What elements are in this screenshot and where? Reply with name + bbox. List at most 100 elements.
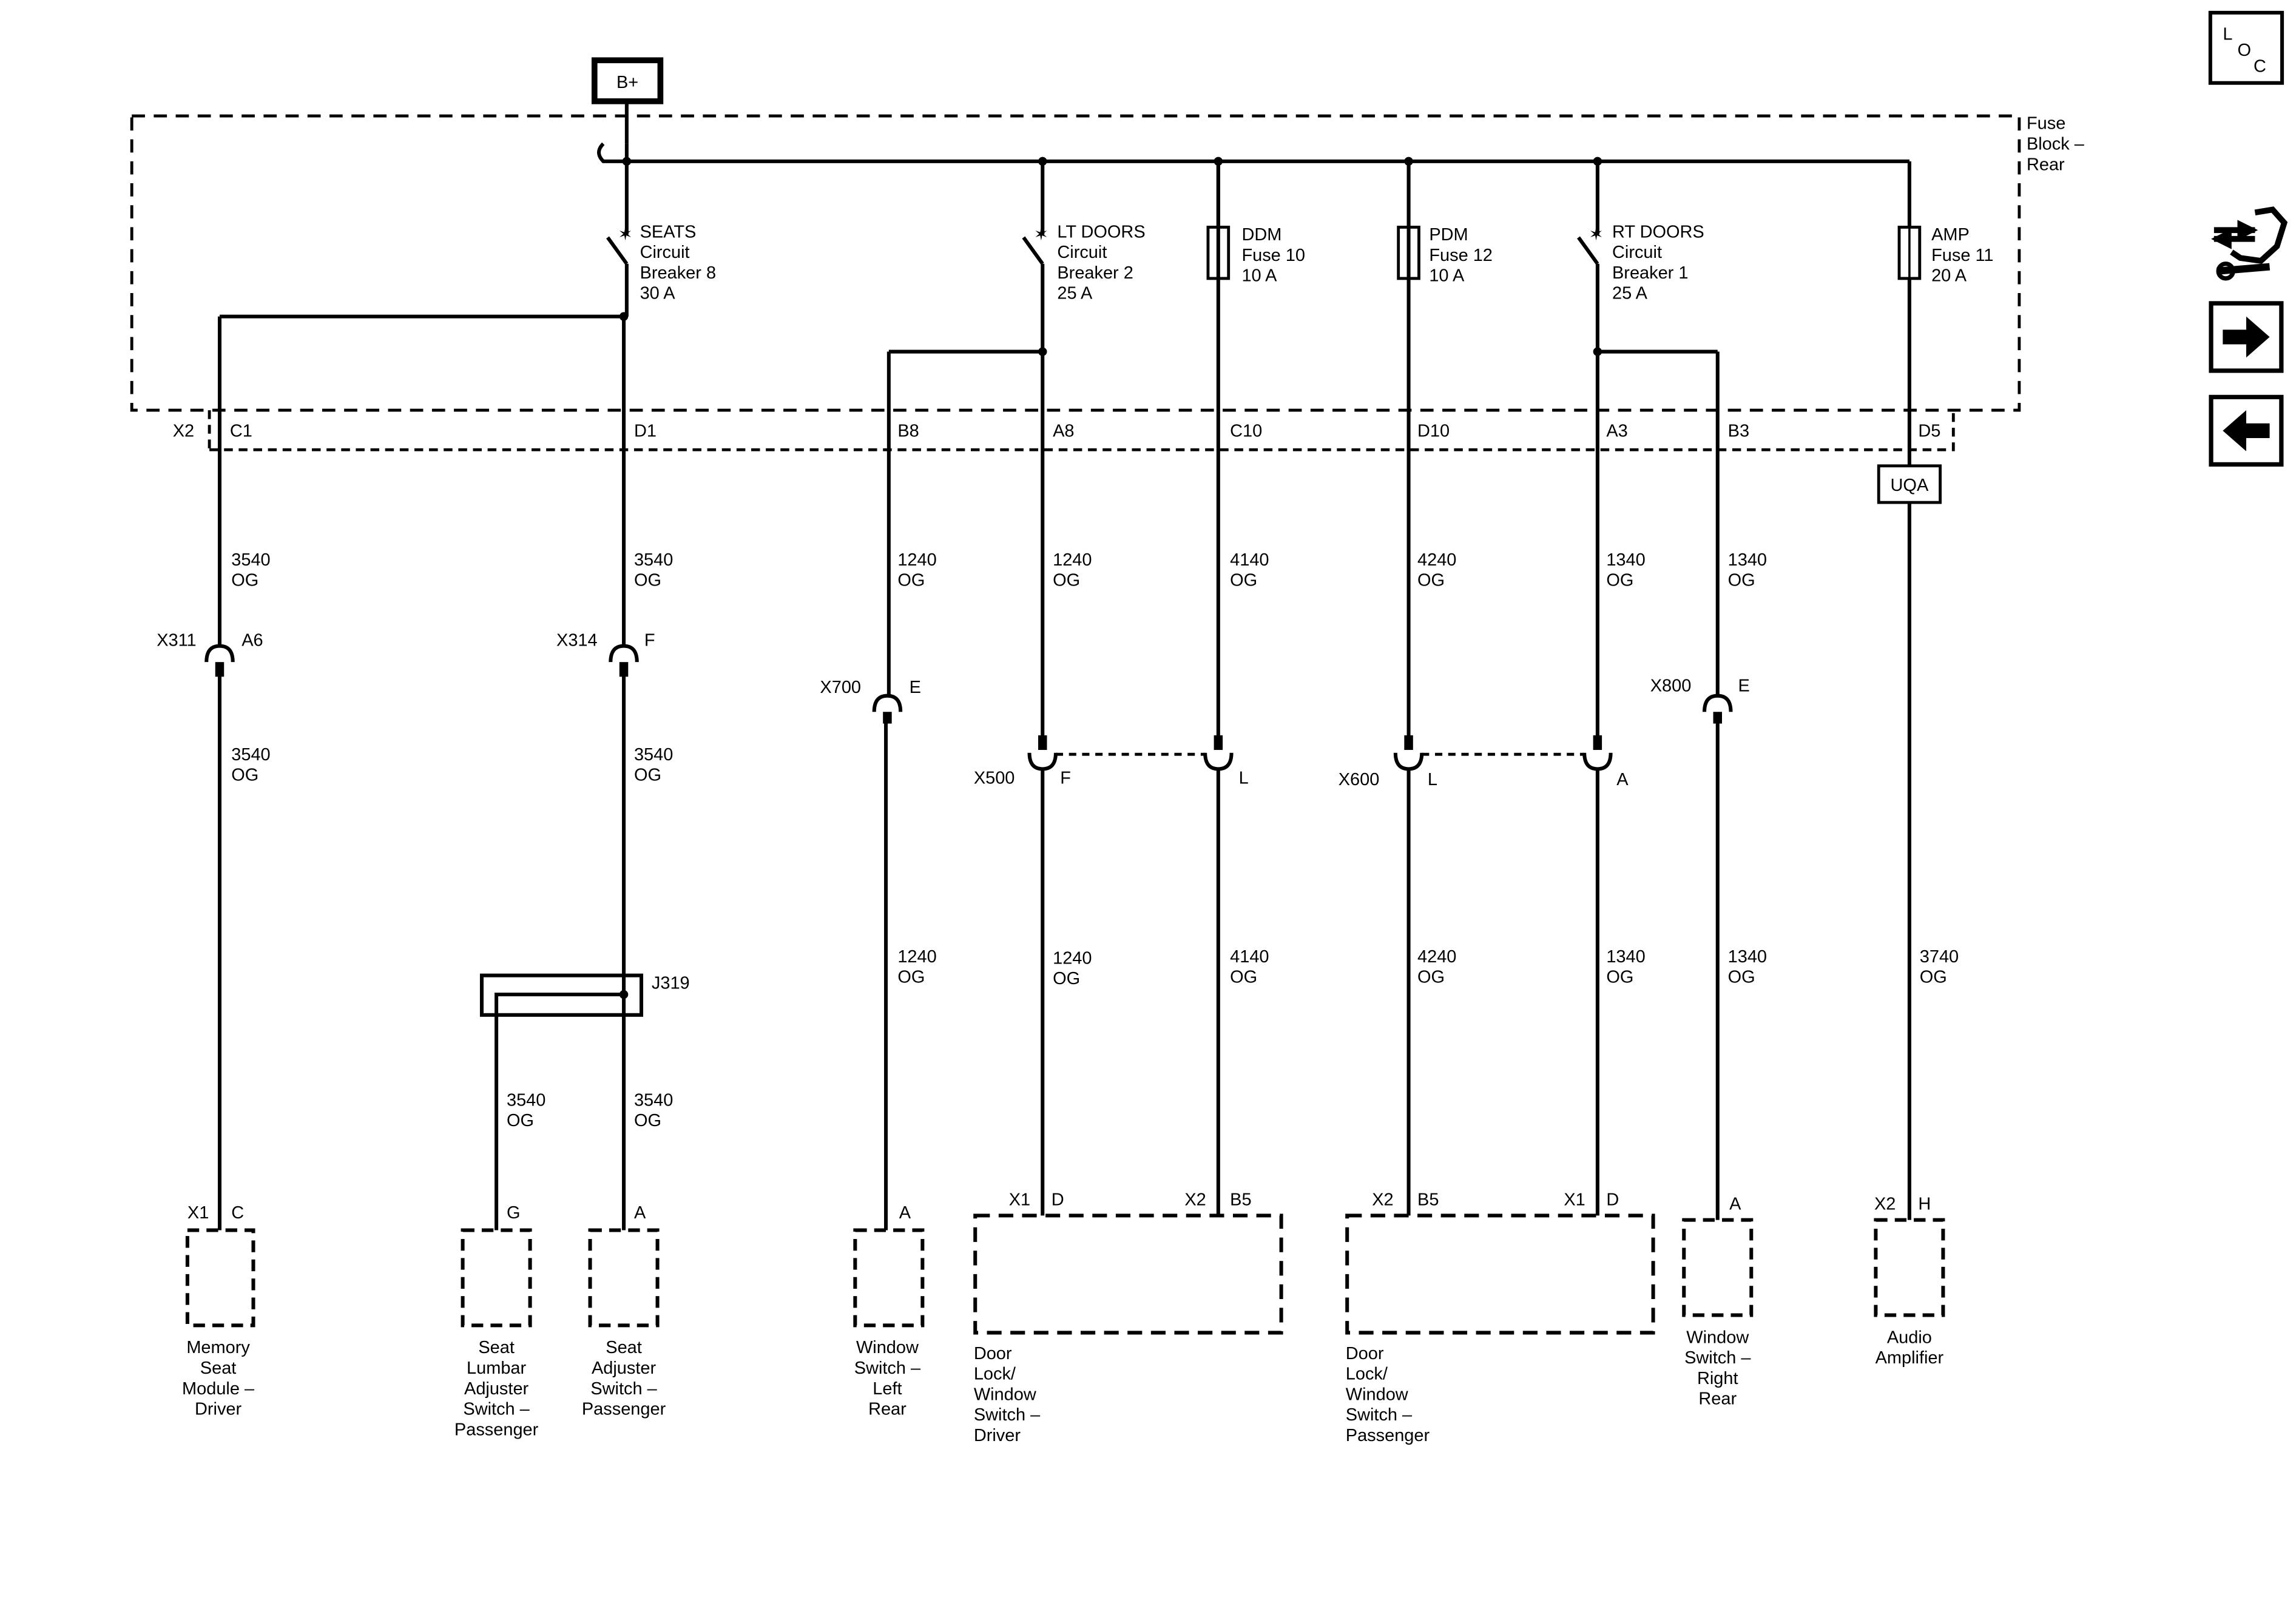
svg-text:Circuit: Circuit	[640, 243, 690, 262]
svg-text:X1: X1	[1564, 1190, 1585, 1209]
svg-text:Driver: Driver	[974, 1426, 1021, 1445]
wire-runs	[217, 161, 1911, 1230]
svg-text:X311: X311	[157, 631, 196, 650]
svg-text:20 A: 20 A	[1931, 266, 1967, 286]
loc-icon[interactable]: L O C	[2208, 10, 2284, 85]
svg-text:A8: A8	[1053, 422, 1074, 441]
svg-text:Passenger: Passenger	[1346, 1426, 1430, 1445]
svg-text:Breaker 2: Breaker 2	[1057, 263, 1133, 283]
fuse-block-label: Fuse Block – Rear	[2027, 114, 2085, 175]
arrow-left-icon[interactable]	[2209, 394, 2284, 467]
svg-text:OG: OG	[1920, 968, 1947, 987]
svg-text:SEATS: SEATS	[640, 222, 697, 241]
svg-text:25 A: 25 A	[1612, 284, 1648, 303]
svg-text:1240: 1240	[897, 947, 936, 967]
arrow-right-icon[interactable]	[2209, 301, 2284, 373]
svg-text:Driver: Driver	[195, 1400, 242, 1419]
svg-text:Window: Window	[1346, 1385, 1408, 1404]
svg-text:Rear: Rear	[1698, 1389, 1737, 1409]
battery-supply-label: B+	[591, 57, 664, 104]
svg-text:Adjuster: Adjuster	[464, 1379, 529, 1399]
svg-text:A: A	[1616, 770, 1629, 789]
svg-text:Fuse: Fuse	[2027, 114, 2065, 133]
svg-text:Window: Window	[974, 1385, 1036, 1404]
svg-text:1240: 1240	[1053, 550, 1092, 570]
svg-text:C: C	[2254, 57, 2266, 76]
svg-text:Seat: Seat	[478, 1338, 515, 1357]
svg-text:A3: A3	[1606, 422, 1627, 441]
svg-text:OG: OG	[1053, 571, 1080, 590]
svg-text:1340: 1340	[1728, 550, 1767, 570]
svg-text:Passenger: Passenger	[582, 1400, 666, 1419]
splice-pack-j319: J319	[479, 973, 690, 1017]
svg-text:D10: D10	[1417, 422, 1450, 441]
svg-text:C10: C10	[1230, 422, 1262, 441]
svg-text:4140: 4140	[1230, 947, 1269, 967]
svg-text:X2: X2	[1874, 1195, 1896, 1214]
fusible-link-symbol	[597, 142, 629, 163]
svg-text:Circuit: Circuit	[1057, 243, 1107, 262]
inline-connector-x700: X700 E	[820, 678, 921, 724]
svg-text:OG: OG	[1606, 968, 1633, 987]
inline-connector-x314: X314 F	[556, 631, 655, 677]
svg-text:Lock/: Lock/	[1346, 1365, 1388, 1384]
svg-text:UQA: UQA	[1891, 476, 1929, 495]
svg-text:4240: 4240	[1417, 947, 1456, 967]
component-seat-lumbar-switch: G Seat Lumbar Adjuster Switch – Passenge…	[454, 1203, 539, 1439]
svg-text:B5: B5	[1230, 1190, 1251, 1209]
svg-text:OG: OG	[634, 571, 661, 590]
swap-tools-icon[interactable]	[2211, 206, 2288, 281]
svg-text:F: F	[644, 631, 655, 650]
component-window-switch-left-rear: A Window Switch – Left Rear	[853, 1203, 925, 1419]
svg-text:X1: X1	[187, 1203, 209, 1223]
svg-text:1340: 1340	[1728, 947, 1767, 967]
svg-text:3540: 3540	[634, 550, 673, 570]
svg-text:3540: 3540	[634, 1090, 673, 1110]
svg-text:J319: J319	[652, 973, 690, 993]
svg-text:OG: OG	[897, 968, 925, 987]
svg-text:Seat: Seat	[200, 1359, 237, 1378]
svg-text:25 A: 25 A	[1057, 284, 1093, 303]
connector-x2-boundary	[209, 410, 1955, 451]
svg-text:OG: OG	[897, 571, 925, 590]
svg-text:Block –: Block –	[2027, 135, 2085, 154]
svg-text:DDM: DDM	[1241, 225, 1281, 245]
svg-text:Door: Door	[974, 1344, 1012, 1363]
uqa-option-label: UQA	[1877, 464, 1942, 504]
svg-text:Switch –: Switch –	[974, 1405, 1041, 1425]
svg-text:G: G	[507, 1203, 521, 1223]
svg-text:C1: C1	[230, 422, 252, 441]
seats-circuit-breaker: ✶ SEATS Circuit Breaker 8 30 A	[606, 161, 716, 317]
svg-text:OG: OG	[634, 1111, 661, 1130]
svg-text:B5: B5	[1417, 1190, 1439, 1209]
svg-text:Memory: Memory	[186, 1338, 250, 1357]
component-door-lock-window-switch-passenger: X2 B5 X1 D Door Lock/ Window Switch – Pa…	[1345, 1190, 1655, 1445]
svg-text:OG: OG	[231, 571, 258, 590]
svg-text:L: L	[1428, 770, 1437, 789]
svg-text:Amplifier: Amplifier	[1876, 1348, 1944, 1368]
svg-text:1240: 1240	[1053, 948, 1092, 968]
svg-text:F: F	[1060, 768, 1071, 788]
svg-text:D: D	[1052, 1190, 1064, 1209]
component-audio-amplifier: X2 H Audio Amplifier	[1874, 1195, 1945, 1368]
component-memory-seat-module: X1 C Memory Seat Module – Driver	[182, 1203, 255, 1419]
svg-text:Switch –: Switch –	[1684, 1348, 1751, 1368]
svg-text:Fuse 12: Fuse 12	[1429, 246, 1493, 265]
svg-text:30 A: 30 A	[640, 284, 676, 303]
svg-text:Breaker 1: Breaker 1	[1612, 263, 1688, 283]
svg-text:A6: A6	[241, 631, 263, 650]
svg-text:L: L	[2223, 25, 2232, 44]
svg-text:1240: 1240	[897, 550, 936, 570]
inline-connector-x311: X311 A6	[157, 631, 263, 677]
svg-text:X500: X500	[974, 768, 1015, 788]
amp-fuse: AMP Fuse 11 20 A	[1897, 161, 1994, 286]
svg-text:A: A	[899, 1203, 911, 1223]
svg-text:OG: OG	[1417, 968, 1445, 987]
svg-text:OG: OG	[1606, 571, 1633, 590]
